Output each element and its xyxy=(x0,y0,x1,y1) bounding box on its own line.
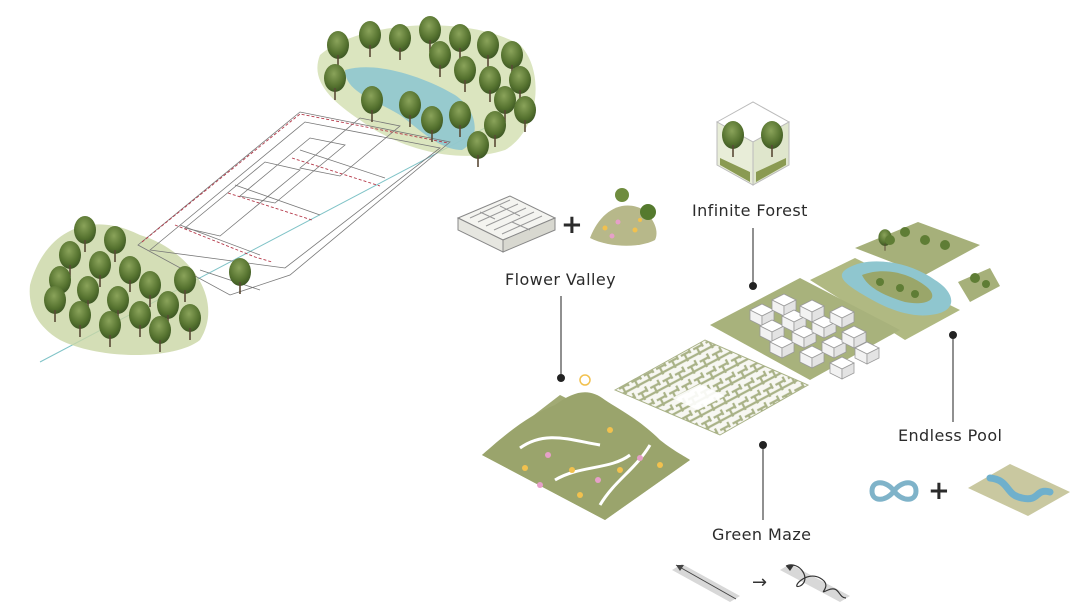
endless-pool-plus: + xyxy=(928,476,950,506)
infinite-forest-label: Infinite Forest xyxy=(692,201,808,220)
wireframe-slab xyxy=(137,111,451,296)
maze-tile xyxy=(613,339,810,436)
forest-cube-icon xyxy=(715,101,791,186)
exploded-plan xyxy=(482,222,1000,520)
maze-arrow: → xyxy=(752,572,768,593)
leader-lines xyxy=(557,228,957,520)
straight-path-icon xyxy=(672,564,740,602)
wireframe-overview xyxy=(29,15,537,363)
flower-valley-plus: + xyxy=(561,210,583,240)
tangled-path-icon xyxy=(780,564,850,602)
flowers xyxy=(522,374,663,498)
wireframe-red-lines xyxy=(141,113,449,263)
river-tile-icon xyxy=(968,464,1070,516)
endless-pool-label: Endless Pool xyxy=(898,426,1003,445)
flower-valley-label: Flower Valley xyxy=(505,270,616,289)
maze-block-icon xyxy=(456,195,557,253)
infinity-icon xyxy=(869,480,919,502)
flower-hill-icon xyxy=(590,188,657,246)
green-maze-label: Green Maze xyxy=(712,525,812,544)
